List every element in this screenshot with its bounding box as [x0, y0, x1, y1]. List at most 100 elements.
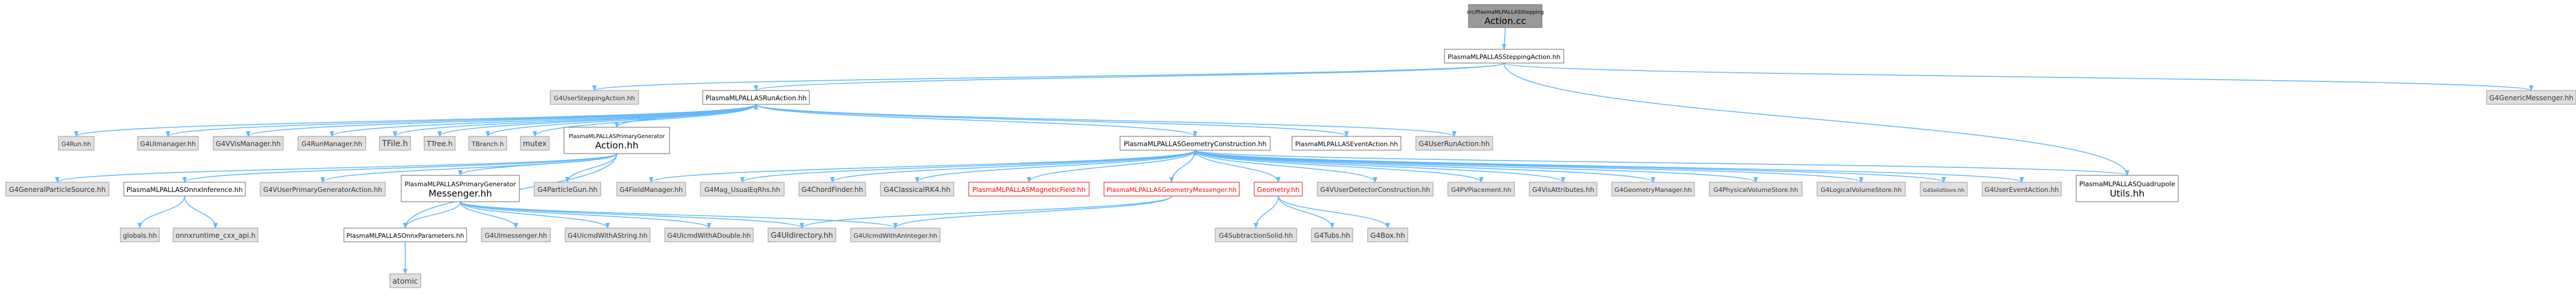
node-g4gps-label-line-0: G4GeneralParticleSource.hh: [9, 186, 106, 194]
edge-pg-to-g4pgun: [565, 153, 617, 183]
node-g4ucwd-label-line-0: G4UIcmdWithADouble.hh: [667, 232, 751, 240]
node-g4tubs-label-line-0: G4Tubs.hh: [1314, 232, 1350, 240]
node-onnx-box: [123, 182, 246, 197]
node-g4subs-box: [1215, 228, 1297, 242]
edge-gc-to-g4lvs: [1195, 150, 1864, 183]
node-g4ucws-box: [565, 228, 651, 242]
node-g4mag-box: [700, 182, 785, 197]
node-root-box: [1468, 4, 1543, 28]
edges-layer: [55, 27, 2534, 275]
node-g4ucwi-box: [850, 228, 941, 242]
node-mf[interactable]: PlasmaMLPALLASMagneticField.hh: [968, 182, 1090, 197]
node-g4ura-label-line-0: G4UserRunAction.hh: [1419, 140, 1490, 148]
node-g4uimes-box: [481, 228, 551, 242]
node-g4ura-box: [1415, 136, 1493, 151]
node-ortapi: onnxruntime_cxx_api.h: [173, 228, 259, 242]
node-g4mag: G4Mag_UsualEqRhs.hh: [700, 182, 785, 197]
node-ea[interactable]: PlasmaMLPALLASEventAction.hh: [1291, 136, 1401, 151]
node-ra[interactable]: PlasmaMLPALLASRunAction.hh: [702, 90, 810, 105]
node-g4rm-label-line-0: G4RunManager.hh: [302, 140, 362, 148]
edge-gc-to-g4cf: [830, 150, 1196, 183]
node-g4geomm-box: [1611, 182, 1695, 197]
node-g4fm-label-line-0: G4FieldManager.hh: [620, 186, 683, 194]
node-g4uidir-box: [768, 228, 836, 242]
edge-pgm-to-g4ucws: [460, 201, 610, 229]
node-mf-box: [968, 182, 1090, 197]
node-g4uim: G4UImanager.hh: [137, 136, 199, 151]
node-g4vvm-box: [213, 136, 284, 151]
node-g4rm-box: [297, 136, 366, 151]
edge-sa-to-ra: [754, 62, 1505, 91]
node-tbranch-label-line-0: TBranch.h: [471, 140, 504, 148]
node-g4uea-label-line-0: G4UserEventAction.hh: [1984, 186, 2059, 194]
node-g4vudc: G4VUserDetectorConstruction.hh: [1317, 182, 1434, 197]
node-g4uimes-label-line-0: G4UImessenger.hh: [485, 232, 547, 240]
node-g4subs-label-line-0: G4SubtractionSolid.hh: [1219, 232, 1293, 240]
node-g4uim-label-line-0: G4UImanager.hh: [140, 140, 196, 148]
node-g4subs: G4SubtractionSolid.hh: [1215, 228, 1297, 242]
node-g4tubs: G4Tubs.hh: [1311, 228, 1353, 242]
node-geom[interactable]: Geometry.hh: [1254, 182, 1303, 197]
edge-gc-to-g4va: [1195, 150, 1565, 183]
node-g4run-box: [58, 136, 95, 151]
node-g4lvs-label-line-0: G4LogicalVolumeStore.hh: [1821, 186, 1902, 194]
node-g4pvp-box: [1447, 182, 1515, 197]
edge-ra-to-g4ura: [755, 104, 1457, 137]
edge-geom-to-g4box: [1278, 195, 1390, 229]
edge-pg-to-pgm: [458, 153, 617, 176]
node-gc-label-line-0: PlasmaMLPALLASGeometryConstruction.hh: [1124, 140, 1267, 148]
node-onnxp[interactable]: PlasmaMLPALLASOnnxParameters.hh: [343, 228, 467, 242]
node-onnx[interactable]: PlasmaMLPALLASOnnxInference.hh: [123, 182, 246, 197]
node-g4vvm: G4VVisManager.hh: [213, 136, 284, 151]
node-g4gps: G4GeneralParticleSource.hh: [5, 182, 109, 197]
node-ortapi-label-line-0: onnxruntime_cxx_api.h: [175, 232, 255, 240]
edge-onnx-to-globals: [138, 195, 185, 229]
edge-pgm-to-onnxp: [403, 201, 461, 229]
node-g4gm-label-line-0: G4GenericMessenger.hh: [2489, 94, 2574, 102]
node-mf-label-line-0: PlasmaMLPALLASMagneticField.hh: [972, 186, 1086, 194]
node-sa[interactable]: PlasmaMLPALLASSteppingAction.hh: [1444, 49, 1564, 64]
node-geom-label-line-0: Geometry.hh: [1257, 186, 1299, 194]
node-sa-label-line-0: PlasmaMLPALLASSteppingAction.hh: [1448, 53, 1561, 61]
node-ortapi-box: [173, 228, 259, 242]
node-mutex-box: [520, 136, 550, 151]
node-g4run: G4Run.hh: [58, 136, 95, 151]
node-atomic-box: [389, 273, 421, 288]
node-g4ura: G4UserRunAction.hh: [1415, 136, 1493, 151]
node-ea-label-line-0: PlasmaMLPALLASEventAction.hh: [1295, 140, 1397, 148]
edge-gc-to-geom: [1195, 150, 1281, 183]
node-g4box-box: [1367, 228, 1408, 242]
node-gc[interactable]: PlasmaMLPALLASGeometryConstruction.hh: [1119, 136, 1271, 151]
edge-pgm-to-g4ucwd: [460, 201, 711, 229]
node-mutex-label-line-0: mutex: [523, 140, 547, 148]
node-g4lvs-box: [1816, 182, 1906, 197]
node-g4vupga: G4VUserPrimaryGeneratorAction.hh: [260, 182, 386, 197]
node-g4gm: G4GenericMessenger.hh: [2486, 90, 2576, 105]
node-g4cf-box: [798, 182, 866, 197]
node-gm-label-line-0: PlasmaMLPALLASGeometryMessenger.hh: [1107, 186, 1237, 194]
node-root[interactable]: src/PlasmaMLPALLASSteppingAction.cc: [1467, 4, 1544, 28]
edge-ra-to-g4vvm: [246, 104, 757, 137]
node-g4cf: G4ChordFinder.hh: [798, 182, 866, 197]
node-atomic: atomic: [389, 273, 421, 288]
node-ttree-label-line-0: TTree.h: [426, 139, 452, 148]
node-gm-box: [1103, 182, 1240, 197]
node-g4usa-label-line-0: G4UserSteppingAction.hh: [554, 95, 635, 102]
edge-pgm-to-g4uidir: [460, 201, 804, 229]
node-pgm-box: [401, 175, 520, 202]
edge-pg-to-ra: [616, 104, 758, 128]
node-ttree-box: [424, 136, 456, 151]
node-qu-label-line-0: PlasmaMLPALLASQuadrupole: [2079, 180, 2175, 188]
node-g4ucws: G4UIcmdWithAString.hh: [565, 228, 651, 242]
edge-pg-to-onnx: [182, 153, 617, 183]
node-g4ss-label-line-0: G4SolidStore.hh: [1923, 188, 1965, 194]
node-g4crk4-label-line-0: G4ClassicalRK4.hh: [884, 185, 951, 194]
node-pgm[interactable]: PlasmaMLPALLASPrimaryGeneratorMessenger.…: [401, 175, 520, 202]
edge-ra-to-g4run: [74, 104, 757, 137]
node-g4pgun-box: [534, 182, 601, 197]
node-gm[interactable]: PlasmaMLPALLASGeometryMessenger.hh: [1103, 182, 1240, 197]
edge-gc-to-g4mag: [740, 150, 1196, 183]
